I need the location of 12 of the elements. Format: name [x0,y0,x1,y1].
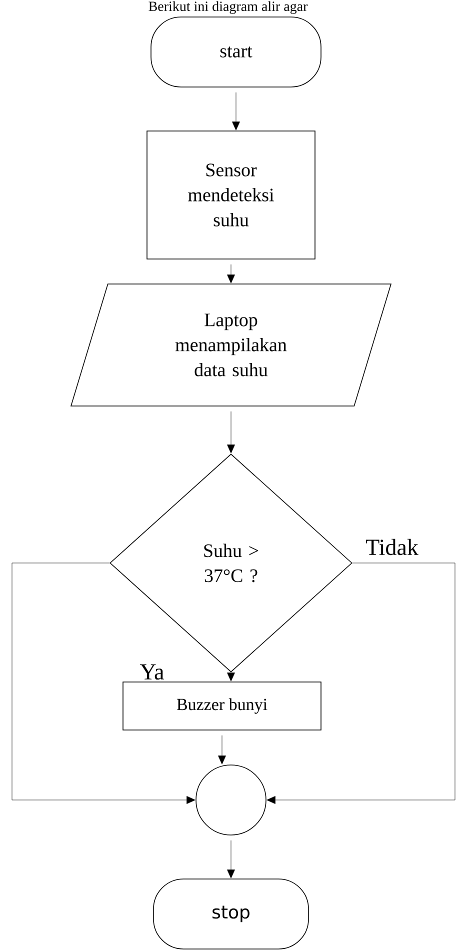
arrow [218,735,226,764]
process-box: Buzzer bunyi [122,682,322,730]
connector-circle [196,764,266,836]
edge-label: Tidak [364,538,420,556]
arrow [232,92,240,130]
process-box: Sensor mendeteksi suhu [146,130,316,260]
arrow [12,562,196,804]
arrow [266,562,456,804]
arrow [227,672,235,682]
arrow [227,411,235,454]
arrow [227,264,235,284]
arrow [227,840,235,878]
